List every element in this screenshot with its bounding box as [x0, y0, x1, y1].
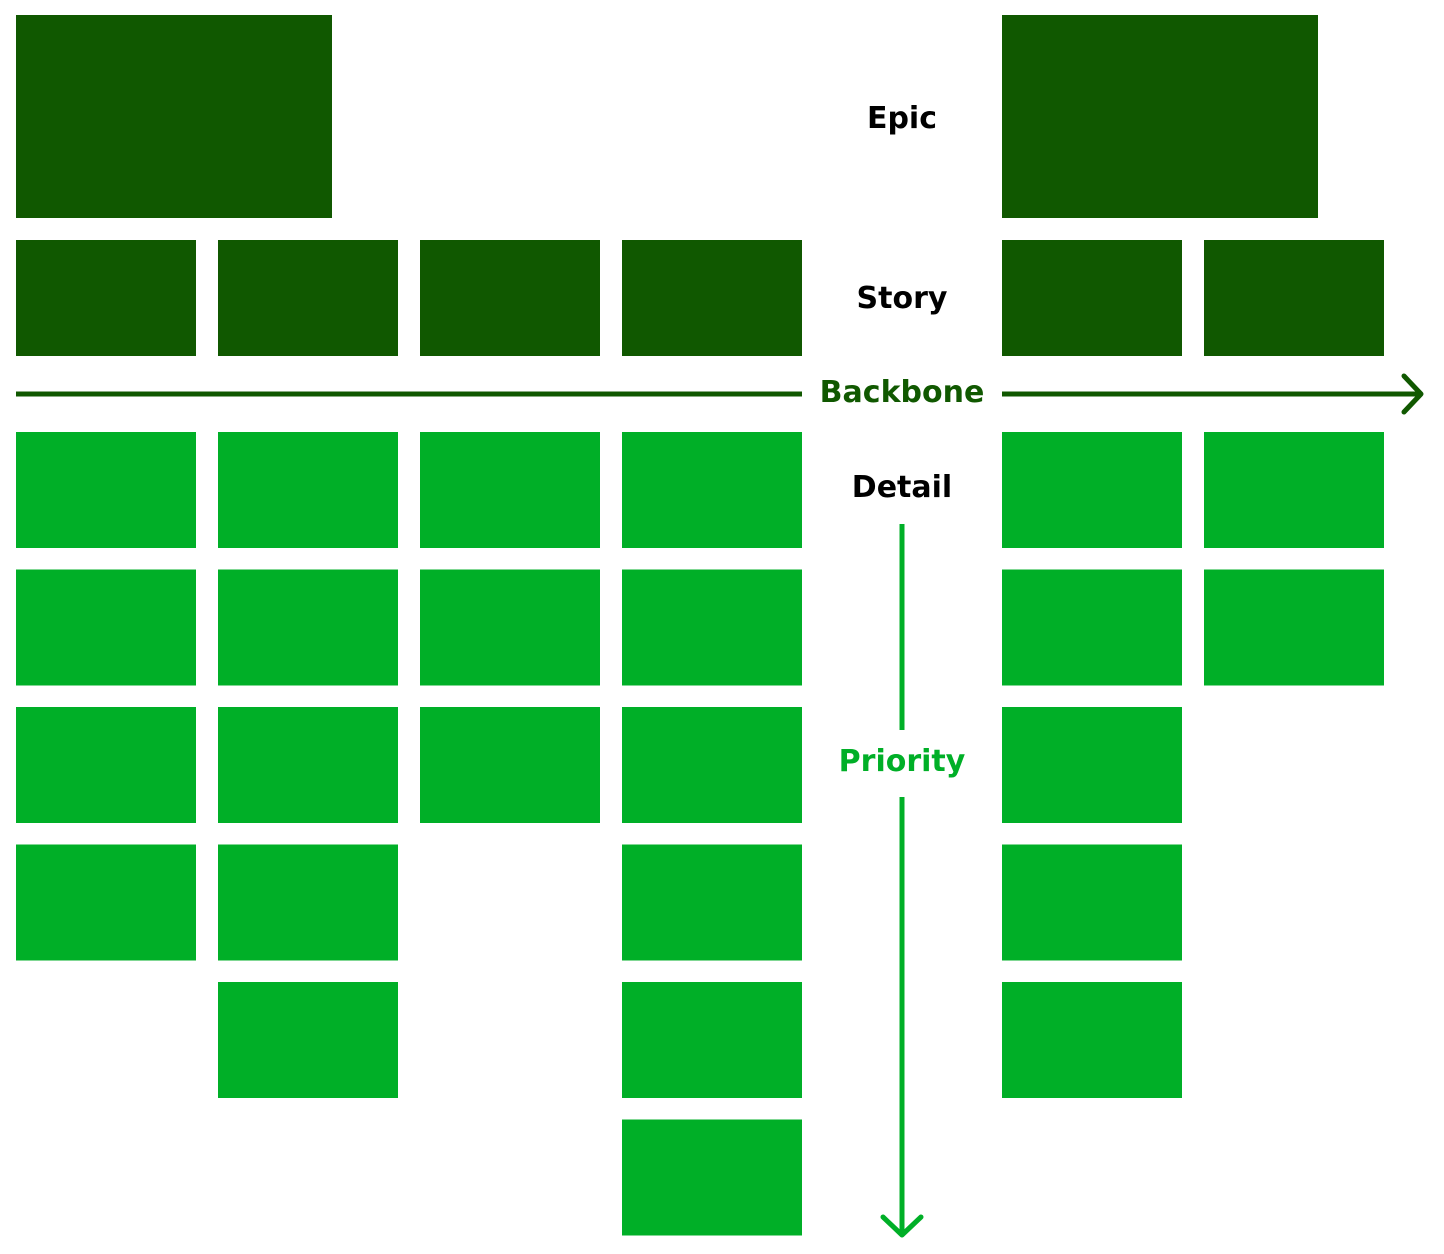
detail-card [1002, 569, 1182, 686]
story-label: Story [856, 281, 948, 316]
detail-card [218, 844, 398, 961]
detail-card [420, 569, 600, 686]
story-card [420, 240, 600, 356]
detail-card [16, 707, 196, 823]
detail-card [622, 432, 802, 548]
story-card [1204, 240, 1384, 356]
detail-card [420, 707, 600, 823]
detail-card [420, 432, 600, 548]
priority-label: Priority [838, 744, 966, 779]
detail-card [218, 982, 398, 1098]
detail-card [16, 844, 196, 961]
detail-card [218, 569, 398, 686]
detail-card [16, 569, 196, 686]
story-card [16, 240, 196, 356]
detail-card [16, 432, 196, 548]
detail-card [622, 844, 802, 961]
epic-card [16, 15, 332, 218]
detail-card [1002, 707, 1182, 823]
story-card [622, 240, 802, 356]
epic-label: Epic [866, 101, 938, 136]
story-card [1002, 240, 1182, 356]
detail-card [1002, 432, 1182, 548]
story-card [218, 240, 398, 356]
detail-card [1204, 569, 1384, 686]
backbone-arrowhead-icon [1401, 373, 1424, 415]
detail-card [1002, 844, 1182, 961]
detail-card [622, 569, 802, 686]
epic-card [1002, 15, 1318, 218]
detail-label: Detail [851, 470, 953, 505]
detail-card [622, 1119, 802, 1236]
detail-card [622, 707, 802, 823]
detail-card [218, 432, 398, 548]
detail-card [1002, 982, 1182, 1098]
detail-card [622, 982, 802, 1098]
detail-card [218, 707, 398, 823]
backbone-label: Backbone [819, 375, 985, 410]
detail-card [1204, 432, 1384, 548]
priority-arrowhead-icon [880, 1214, 924, 1238]
